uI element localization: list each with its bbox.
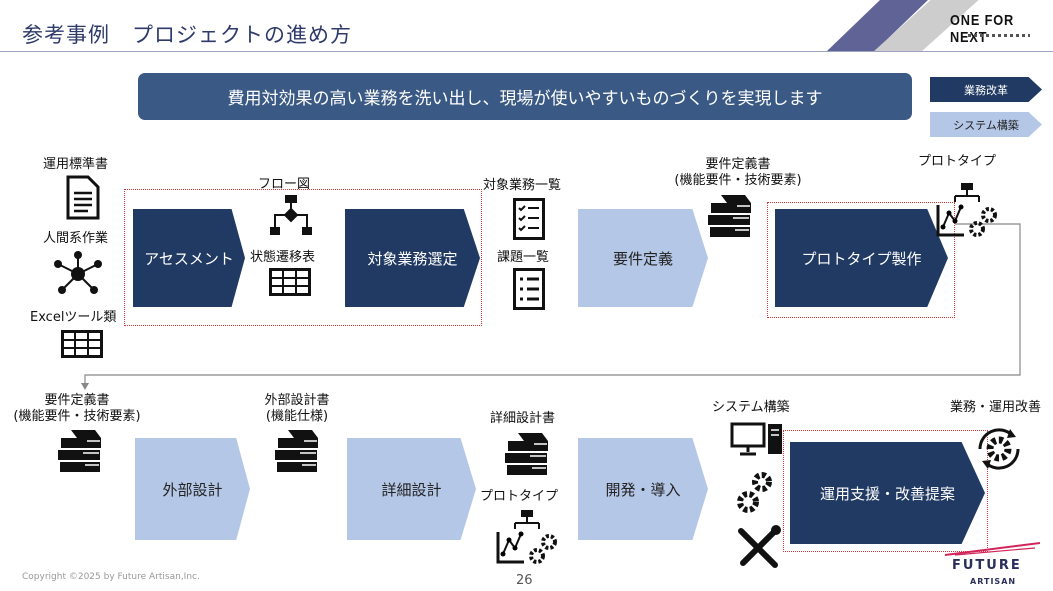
ext-doc-title: 外部設計書	[264, 393, 330, 408]
step-prototype: プロトタイプ製作	[775, 209, 948, 307]
assessment-group-box	[124, 189, 482, 326]
brand-swoosh	[945, 542, 1040, 556]
improvement-cycle-icon	[978, 428, 1020, 470]
ext-doc-sub: (機能仕様)	[265, 409, 329, 424]
brand-logo-sub: ARTISAN	[970, 577, 1017, 586]
network-people-icon	[54, 251, 102, 294]
label-state-table: 状態遷移表	[250, 250, 316, 265]
label-manual-work: 人間系作業	[43, 231, 109, 246]
tools-icon	[738, 525, 781, 568]
logo-tagline	[968, 34, 1030, 37]
label-req-doc-2: 要件定義書(機能要件・技術要素)	[12, 393, 142, 425]
step-target-selection: 対象業務選定	[345, 209, 480, 307]
label-issue-list: 課題一覧	[497, 250, 550, 265]
flowchart-icon	[270, 195, 312, 235]
prototype-icon	[936, 183, 997, 237]
legend-business: 業務改革	[930, 77, 1042, 102]
divider	[0, 51, 1053, 52]
step-detail-design: 詳細設計	[347, 438, 476, 540]
label-standards: 運用標準書	[43, 157, 109, 172]
label-req-doc: 要件定義書(機能要件・技術要素)	[668, 157, 808, 189]
prototype-icon	[496, 510, 557, 564]
step-support: 運用支援・改善提案	[790, 442, 985, 544]
label-target-list: 対象業務一覧	[483, 178, 562, 193]
step-assessment: アセスメント	[133, 209, 245, 307]
legend-system: システム構築	[930, 112, 1042, 137]
step-development: 開発・導入	[578, 438, 708, 540]
page-number: 26	[516, 573, 533, 588]
books-icon	[505, 433, 548, 475]
summary-banner: 費用対効果の高い業務を洗い出し、現場が使いやすいものづくりを実現します	[138, 73, 912, 120]
books-icon	[708, 195, 751, 237]
checklist-icon	[513, 198, 545, 240]
req-doc-sub: (機能要件・技術要素)	[674, 173, 802, 188]
req-doc-title: 要件定義書	[705, 157, 771, 172]
computer-icon	[730, 422, 782, 456]
gears-icon	[737, 472, 772, 513]
req-doc-title: 要件定義書	[44, 393, 110, 408]
req-doc-sub: (機能要件・技術要素)	[13, 409, 141, 424]
table-icon	[61, 330, 103, 358]
label-prototype-2: プロトタイプ	[480, 489, 559, 504]
list-icon	[513, 268, 545, 310]
books-icon	[58, 430, 101, 472]
brand-logo: FUTURE	[952, 558, 1022, 573]
step-external-design: 外部設計	[135, 438, 250, 540]
label-ext-doc: 外部設計書(機能仕様)	[255, 393, 339, 425]
label-prototype: プロトタイプ	[918, 154, 997, 169]
company-logo: ONE FOR NEXT	[950, 12, 1015, 46]
books-icon	[275, 430, 318, 472]
label-improve: 業務・運用改善	[950, 400, 1042, 415]
step-requirements: 要件定義	[578, 209, 708, 307]
prototype-group-box	[767, 202, 955, 318]
label-excel-tools: Excelツール類	[30, 310, 117, 325]
page-title: 参考事例 プロジェクトの進め方	[22, 23, 352, 47]
table-icon	[269, 268, 311, 296]
label-detail-doc: 詳細設計書	[490, 411, 556, 426]
copyright: Copyright ©2025 by Future Artisan,Inc.	[22, 572, 200, 582]
label-flow: フロー図	[258, 177, 311, 192]
support-group-box	[783, 430, 988, 552]
document-icon	[66, 175, 100, 220]
label-system: システム構築	[712, 400, 790, 415]
